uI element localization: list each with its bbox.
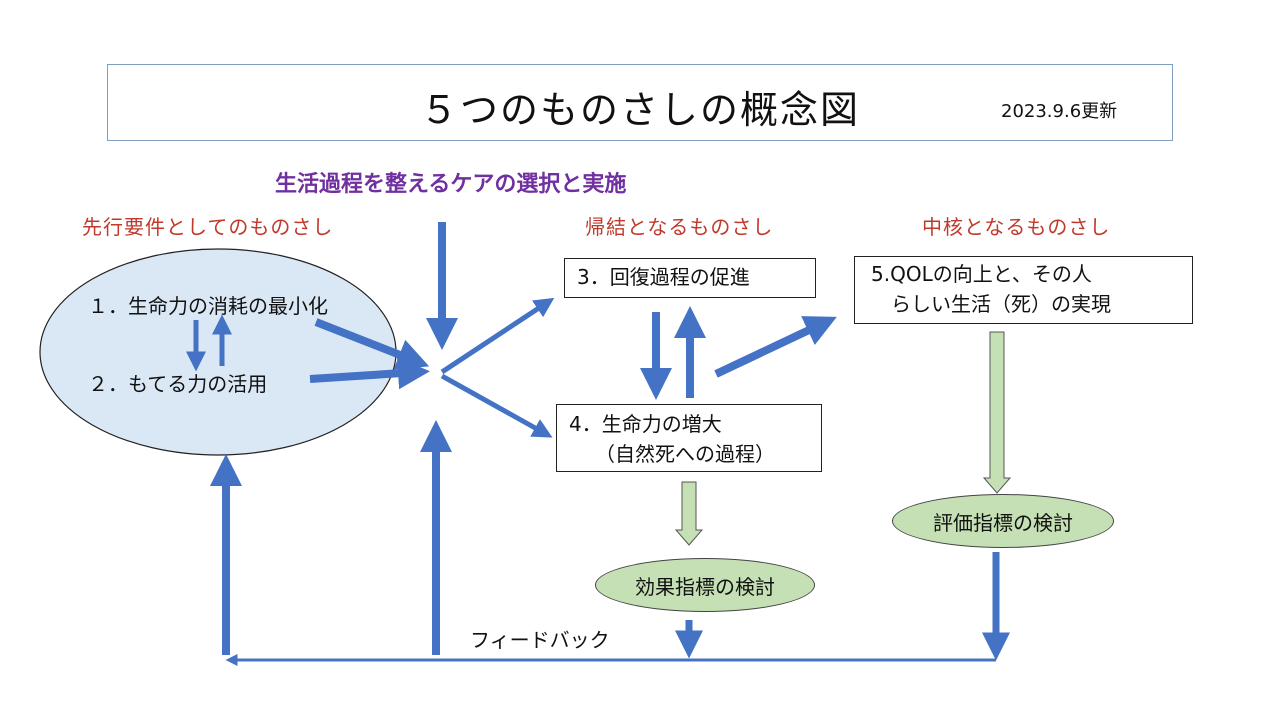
title-box: ５つのものさしの概念図 2023.9.6更新 [107,64,1173,141]
care-heading: 生活過程を整えるケアの選択と実施 [275,172,627,197]
ellipse-item-2: ２．もてる力の活用 [88,372,268,396]
arrow-care-to-box3 [440,297,555,375]
box4-line2: （自然死への過程） [595,442,775,466]
box-qol: 5.QOLの向上と、その人 らしい生活（死）の実現 [854,256,1193,324]
box5-line2: らしい生活（死）の実現 [891,292,1111,316]
box5-line1: 5.QOLの向上と、その人 [871,262,1092,286]
label-core: 中核となるものさし [922,215,1111,239]
page-title: ５つのものさしの概念図 [419,88,860,132]
green-arrow-box5-to-eval [982,331,1012,494]
arrow-item2-to-care [309,357,430,390]
green-arrow-box4-to-effect [674,481,704,546]
box3-text: 3．回復過程の促進 [577,265,750,289]
arrow-care-to-box4 [440,373,553,438]
label-outcome: 帰結となるものさし [585,215,774,239]
update-date: 2023.9.6更新 [1001,101,1118,122]
effect-indicator-pill: 効果指標の検討 [595,558,815,612]
antecedent-ellipse [39,248,397,456]
box4-line1: 4．生命力の増大 [569,412,722,436]
arrow-to-box5 [714,316,837,378]
evaluation-indicator-pill: 評価指標の検討 [892,494,1114,548]
label-antecedent: 先行要件としてのものさし [82,215,334,239]
ellipse-item-1: １．生命力の消耗の最小化 [88,294,328,318]
feedback-label: フィードバック [470,628,610,652]
box-vitality-increase: 4．生命力の増大 （自然死への過程） [556,404,822,472]
evaluation-indicator-text: 評価指標の検討 [933,510,1073,535]
box-recovery-process: 3．回復過程の促進 [564,258,816,298]
arrow-item1-to-care [314,318,430,370]
effect-indicator-text: 効果指標の検討 [635,574,775,599]
